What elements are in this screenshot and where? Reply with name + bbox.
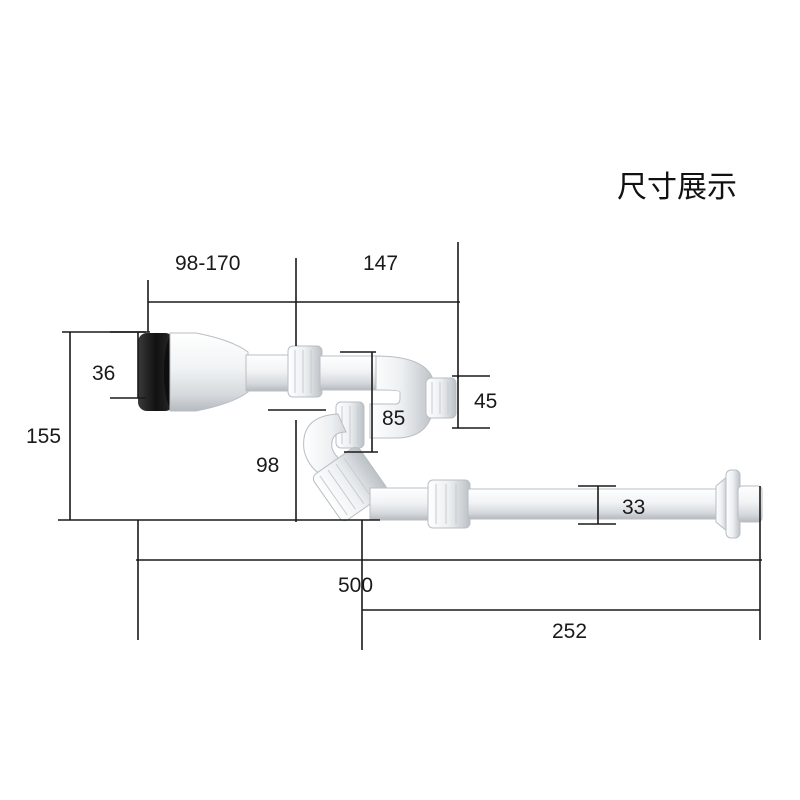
- outlet-nut: [427, 479, 471, 529]
- dim-label-inlet-diameter: 36: [92, 362, 115, 385]
- dim-label-trap-to-drain: 98-170: [175, 252, 240, 275]
- trap-bend: [369, 355, 457, 439]
- end-flange: [715, 469, 763, 539]
- angled-joint: [312, 446, 388, 522]
- inlet-nut: [287, 345, 323, 398]
- drain-pipe-assembly: [138, 332, 763, 539]
- dim-label-straight-length: 252: [552, 620, 587, 643]
- dim-label-outlet-diameter: 45: [474, 390, 497, 413]
- dim-label-trap-width: 147: [363, 252, 398, 275]
- outlet-pipe-short: [369, 487, 433, 521]
- inlet-cup: [169, 332, 295, 412]
- dimension-lines: [58, 242, 762, 650]
- dim-label-trap-depth: 85: [382, 407, 405, 430]
- dim-label-drop-height: 98: [256, 454, 279, 477]
- dimension-labels: 98-170 147 36 155 85 45 98 33 500 252: [26, 252, 645, 643]
- dim-label-total-length: 500: [338, 574, 373, 597]
- trap-inlet-pipe: [319, 355, 381, 391]
- dim-label-pipe-diameter: 33: [622, 496, 645, 519]
- dim-label-total-height: 155: [26, 425, 61, 448]
- page-title: 尺寸展示: [617, 170, 737, 205]
